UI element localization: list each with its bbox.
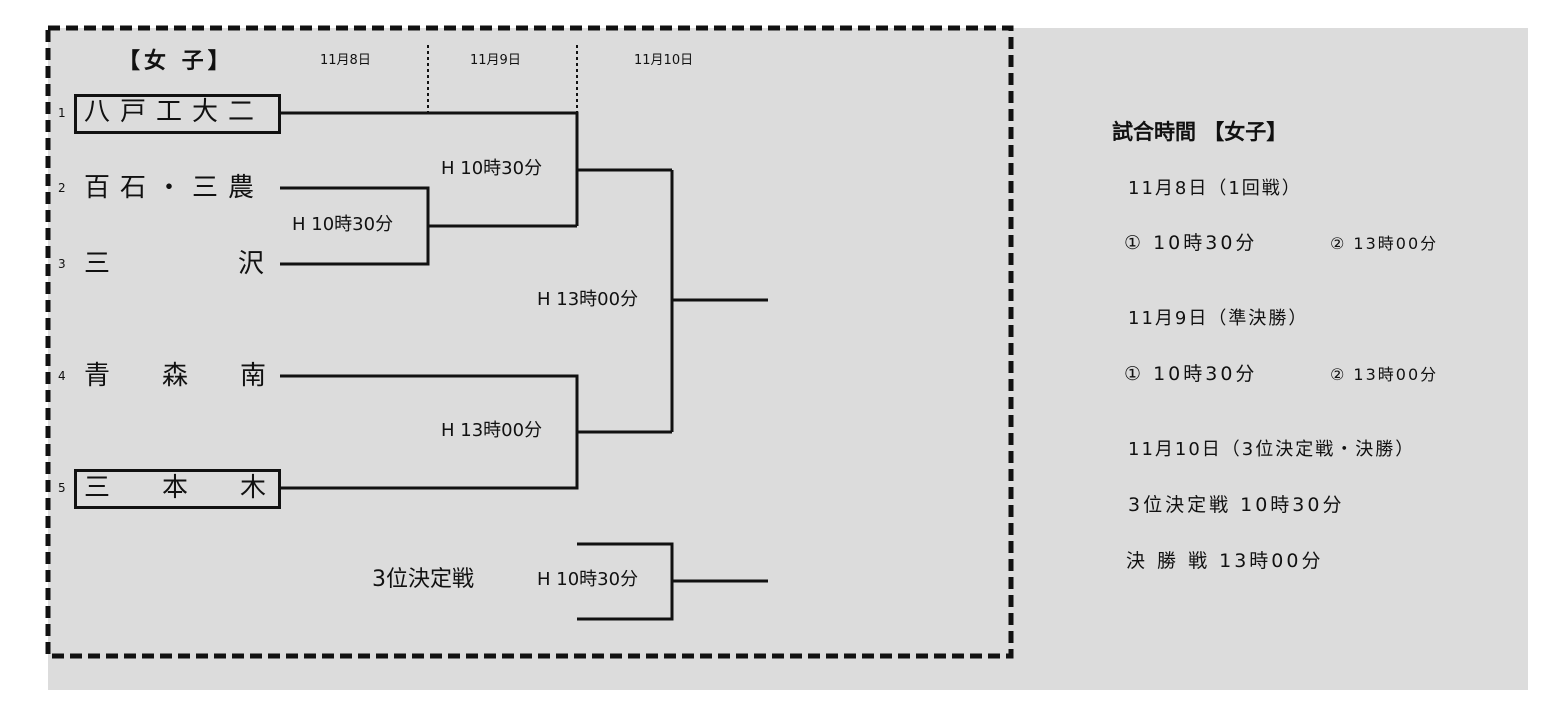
match-time-sf1: H 10時30分 xyxy=(441,158,543,179)
match-time-sf2: H 13時00分 xyxy=(441,420,543,441)
schedule-day3: 11月10日（3位決定戦・決勝） xyxy=(1128,439,1416,460)
team-box-1 xyxy=(74,94,281,134)
date-day1: 11月8日 xyxy=(320,53,371,68)
team-name-4: 青森南 xyxy=(84,361,319,391)
date-day3: 11月10日 xyxy=(634,53,694,68)
team-name-1: 八戸工大二 xyxy=(84,97,265,127)
panel-background xyxy=(48,28,1528,690)
schedule-day2-slot1: ① 10時30分 xyxy=(1124,363,1258,385)
bracket-dashed-border xyxy=(45,25,1014,659)
team-box-5 xyxy=(74,469,281,509)
third-place-label: 3位決定戦 xyxy=(372,567,474,592)
schedule-day1-slot1: ① 10時30分 xyxy=(1124,232,1258,254)
match-time-r1: H 10時30分 xyxy=(292,214,394,235)
seed-1: 1 xyxy=(58,106,66,120)
team-name-5: 三本木 xyxy=(84,473,319,503)
match-time-third: H 10時30分 xyxy=(537,569,639,590)
date-day2: 11月9日 xyxy=(470,53,521,68)
match-time-final: H 13時00分 xyxy=(537,289,639,310)
schedule-day3-final: 決 勝 戦 13時00分 xyxy=(1126,550,1324,572)
schedule-day2-slot2: ② 13時00分 xyxy=(1330,365,1439,384)
seed-4: 4 xyxy=(58,369,66,383)
schedule-day3-third: 3位決定戦 10時30分 xyxy=(1128,494,1345,516)
bracket-line-team1 xyxy=(280,111,579,226)
schedule-heading: 試合時間 【女子】 xyxy=(1112,120,1288,144)
seed-5: 5 xyxy=(58,481,66,495)
bracket-title: 【女 子】 xyxy=(118,49,234,74)
schedule-day1-slot2: ② 13時00分 xyxy=(1330,234,1439,253)
team-name-2: 百石・三農 xyxy=(84,173,265,203)
seed-3: 3 xyxy=(58,257,66,271)
schedule-day1: 11月8日（1回戦） xyxy=(1128,178,1302,199)
schedule-day2: 11月9日（準決勝） xyxy=(1128,308,1309,329)
team-name-3: 三沢 xyxy=(84,249,393,279)
seed-2: 2 xyxy=(58,181,66,195)
